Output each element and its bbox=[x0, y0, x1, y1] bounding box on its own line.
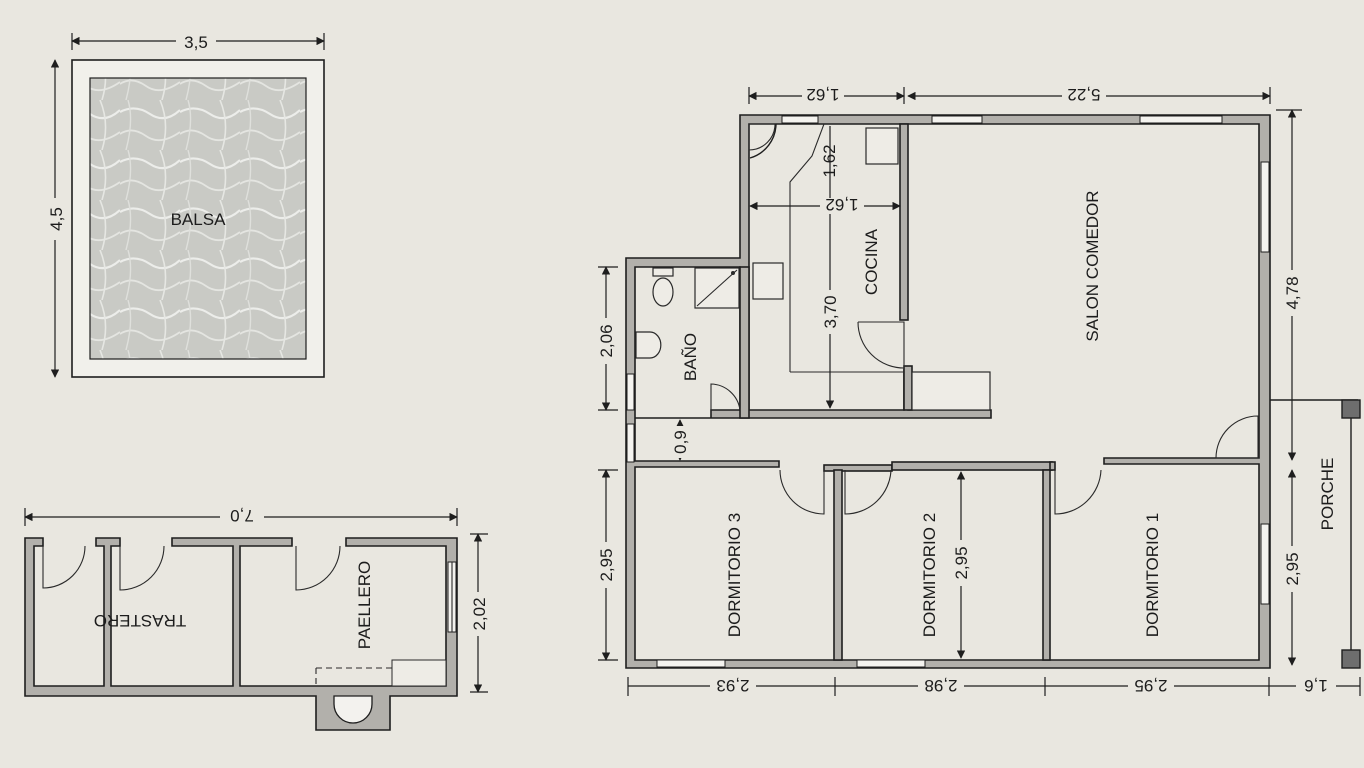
porche-depth-dimension: 2,95 bbox=[1280, 469, 1304, 666]
house: COCINA SALON COMEDOR BAÑO DORMITORIO 3 D… bbox=[625, 114, 1361, 669]
balsa-width-text: 3,5 bbox=[184, 33, 208, 52]
bottom-widths-dimension: 2,93 2,98 2,95 1,6 bbox=[627, 675, 1361, 697]
trastero-label: TRASTERO bbox=[94, 611, 187, 630]
dorm2-depth-text: 2,95 bbox=[952, 546, 971, 579]
balsa-label: BALSA bbox=[171, 210, 226, 229]
salon-width-dimension: 5,22 bbox=[907, 85, 1271, 107]
cocina-top-width-dimension: 1,62 bbox=[748, 85, 905, 107]
cocina-label: COCINA bbox=[862, 228, 881, 295]
bedroom-depth-left-dimension: 2,95 bbox=[594, 469, 618, 661]
cocina-depth-text: 3,70 bbox=[821, 295, 840, 328]
salon-width-text: 5,22 bbox=[1067, 85, 1100, 104]
dorm2-depth-dimension: 2,95 bbox=[949, 471, 973, 659]
cocina-inner-width-text: 1,62 bbox=[825, 195, 858, 214]
cocina-inner-width-dimension: 1,62 bbox=[749, 195, 901, 216]
cocina-upper-depth-dimension: 1,62 bbox=[820, 126, 839, 198]
dorm1-width-text: 2,95 bbox=[1134, 676, 1167, 695]
salon-comedor-label: SALON COMEDOR bbox=[1083, 190, 1102, 341]
bano-label: BAÑO bbox=[681, 333, 700, 381]
bedroom-depth-left-text: 2,95 bbox=[597, 548, 616, 581]
salon-depth-text: 4,78 bbox=[1283, 276, 1302, 309]
cocina-top-width-text: 1,62 bbox=[806, 85, 839, 104]
porche-label: PORCHE bbox=[1318, 458, 1337, 531]
cocina-upper-depth-text: 1,62 bbox=[820, 144, 839, 177]
annex-width-dimension: 7,0 bbox=[24, 506, 458, 528]
porche-width-text: 1,6 bbox=[1304, 676, 1328, 695]
paellero-label: PAELLERO bbox=[355, 561, 374, 650]
annex-building: TRASTERO PAELLERO bbox=[24, 537, 458, 731]
porche-depth-text: 2,95 bbox=[1283, 552, 1302, 585]
annex-height-text: 2,02 bbox=[470, 597, 489, 630]
bano-height-dimension: 2,06 bbox=[594, 266, 618, 411]
annex-height-dimension: 2,02 bbox=[466, 533, 490, 693]
dormitorio1-label: DORMITORIO 1 bbox=[1143, 513, 1162, 637]
dormitorio2-label: DORMITORIO 2 bbox=[920, 513, 939, 637]
hall-width-text: 0,9 bbox=[671, 430, 690, 454]
annex-width-text: 7,0 bbox=[230, 506, 254, 525]
balsa-height-dimension: 4,5 bbox=[43, 59, 67, 378]
balsa-width-dimension: 3,5 bbox=[71, 30, 325, 52]
dorm2-width-text: 2,98 bbox=[924, 676, 957, 695]
hall-width-dimension: 0,9 bbox=[668, 419, 692, 461]
dormitorio3-label: DORMITORIO 3 bbox=[725, 513, 744, 637]
dorm3-width-text: 2,93 bbox=[716, 676, 749, 695]
balsa-pool: BALSA bbox=[71, 59, 325, 378]
cocina-depth-dimension: 3,70 bbox=[818, 214, 842, 409]
balsa-height-text: 4,5 bbox=[47, 207, 66, 231]
bano-height-text: 2,06 bbox=[597, 324, 616, 357]
salon-depth-dimension: 4,78 bbox=[1276, 109, 1304, 461]
